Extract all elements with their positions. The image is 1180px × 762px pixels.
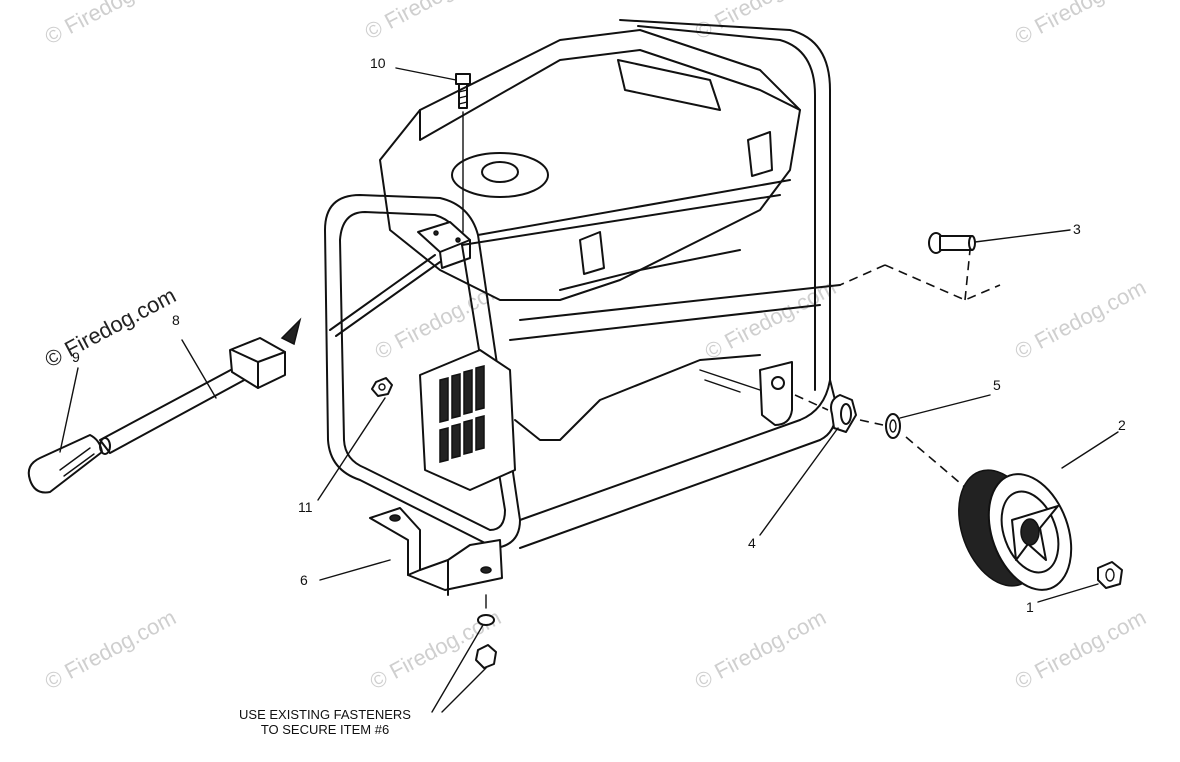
part-2-wheel: [958, 431, 1119, 591]
callout-6: 6: [300, 572, 308, 588]
callouts: 1 2 3 4 5 6 8 9 10 11: [72, 55, 1126, 615]
part-4-hex-nut: [759, 394, 857, 536]
part-9-handle-grip: [27, 434, 103, 494]
generator-frame: [324, 19, 841, 549]
callout-8: 8: [172, 312, 180, 328]
watermark: © Firedog.com: [41, 604, 180, 694]
watermark: © Firedog.com: [1011, 0, 1150, 49]
axle-centerline: [794, 394, 981, 501]
callout-2: 2: [1118, 417, 1126, 433]
part-11-nut: [317, 377, 393, 501]
part-8-handle-tube: [99, 317, 302, 455]
part-5-washer: [885, 394, 991, 439]
callout-3: 3: [1073, 221, 1081, 237]
part-1-bolt: [1037, 561, 1123, 603]
watermark: © Firedog.com: [1011, 604, 1150, 694]
callout-11: 11: [298, 499, 313, 515]
watermark-prominent: © Firedog.com: [41, 282, 180, 372]
note-line-1: USE EXISTING FASTENERS: [239, 707, 411, 722]
watermark: © Firedog.com: [1011, 274, 1150, 364]
note-line-2: TO SECURE ITEM #6: [261, 722, 389, 737]
watermark: © Firedog.com: [41, 0, 180, 49]
callout-1: 1: [1026, 599, 1034, 615]
watermark: © Firedog.com: [361, 0, 500, 44]
existing-fasteners: [431, 614, 497, 713]
callout-5: 5: [993, 377, 1001, 393]
part-3-axle-pin: [839, 229, 1071, 301]
part-10-bolt: [455, 73, 471, 233]
callout-10: 10: [370, 55, 386, 71]
part-6-bracket: [319, 507, 503, 609]
callout-4: 4: [748, 535, 756, 551]
engine-vents: [439, 365, 485, 463]
installation-note: USE EXISTING FASTENERS TO SECURE ITEM #6: [239, 707, 411, 737]
callout-9: 9: [72, 349, 80, 365]
leader-lines: [59, 67, 457, 453]
watermark: © Firedog.com: [691, 604, 830, 694]
